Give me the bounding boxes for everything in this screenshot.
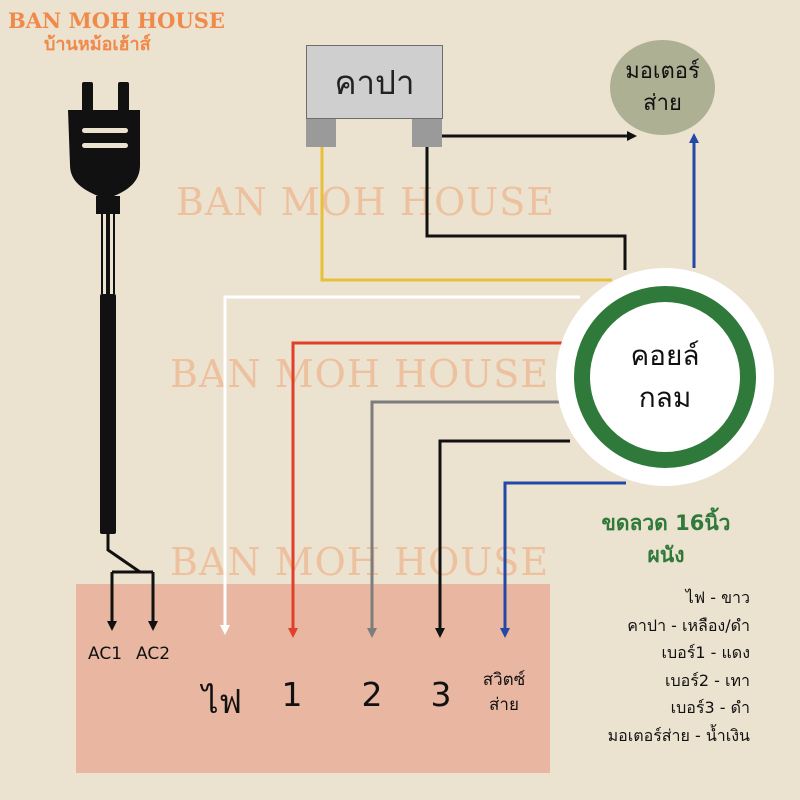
brand-title: BAN MOH HOUSE บ้านหม้อเฮ้าส์ <box>8 8 225 57</box>
terminal-1-label: 1 <box>281 675 303 714</box>
wire-black-capacitor <box>425 147 627 270</box>
wire-blue-switch <box>500 481 626 638</box>
legend-item: มอเตอร์ส่าย - น้ำเงิน <box>607 725 750 745</box>
legend-item: เบอร์1 - แดง <box>661 643 750 663</box>
capacitor-leg-right <box>412 117 442 147</box>
ac2-label: AC2 <box>136 644 171 664</box>
brand-name: BAN MOH HOUSE <box>8 8 225 33</box>
watermark: BAN MOH HOUSE <box>170 540 550 584</box>
round-coil: คอยล์ กลม <box>556 268 774 486</box>
wire-info-line2: ผนัง <box>647 542 685 567</box>
terminal-3-label: 3 <box>430 675 452 714</box>
capacitor: คาปา <box>306 45 443 119</box>
wire-white <box>220 295 580 635</box>
ac1-label: AC1 <box>88 644 123 664</box>
wire-yellow <box>320 147 612 282</box>
capacitor-leg-left <box>306 117 336 147</box>
watermark: BAN MOH HOUSE <box>170 352 550 396</box>
motor-label-line1: มอเตอร์ <box>625 58 700 84</box>
coil-label-line2: กลม <box>638 381 692 414</box>
wire-red <box>288 341 562 638</box>
terminal-2-label: 2 <box>361 675 383 714</box>
capacitor-label: คาปา <box>334 62 415 102</box>
swing-motor: มอเตอร์ ส่าย <box>610 40 715 135</box>
wire-gray <box>367 400 560 638</box>
legend-item: คาปา - เหลือง/ดำ <box>627 615 750 635</box>
legend-item: เบอร์2 - เทา <box>665 670 750 690</box>
power-plug-icon <box>68 82 141 574</box>
brand-thai-name: บ้านหม้อเฮ้าส์ <box>44 34 151 56</box>
terminal-box <box>76 584 550 773</box>
wire-info-line1: ขดลวด 16นิ้ว <box>601 511 731 535</box>
legend-item: เบอร์3 - ดำ <box>670 698 750 718</box>
coil-label-line1: คอยล์ <box>630 339 700 372</box>
legend-item: ไฟ - ขาว <box>685 588 750 607</box>
switch-label-line2: ส่าย <box>489 694 519 715</box>
wire-info-title: ขดลวด 16นิ้ว ผนัง <box>568 508 764 571</box>
terminal-switch-label: สวิตซ์ ส่าย <box>476 668 532 717</box>
watermark: BAN MOH HOUSE <box>176 180 556 224</box>
terminal-fai-label: ไฟ <box>202 682 242 721</box>
coil-ring: คอยล์ กลม <box>574 286 756 468</box>
wire-black-3 <box>435 439 570 638</box>
switch-label-line1: สวิตซ์ <box>482 670 526 690</box>
motor-label-line2: ส่าย <box>643 90 682 116</box>
color-legend: ไฟ - ขาว คาปา - เหลือง/ดำ เบอร์1 - แดง เ… <box>560 584 750 749</box>
